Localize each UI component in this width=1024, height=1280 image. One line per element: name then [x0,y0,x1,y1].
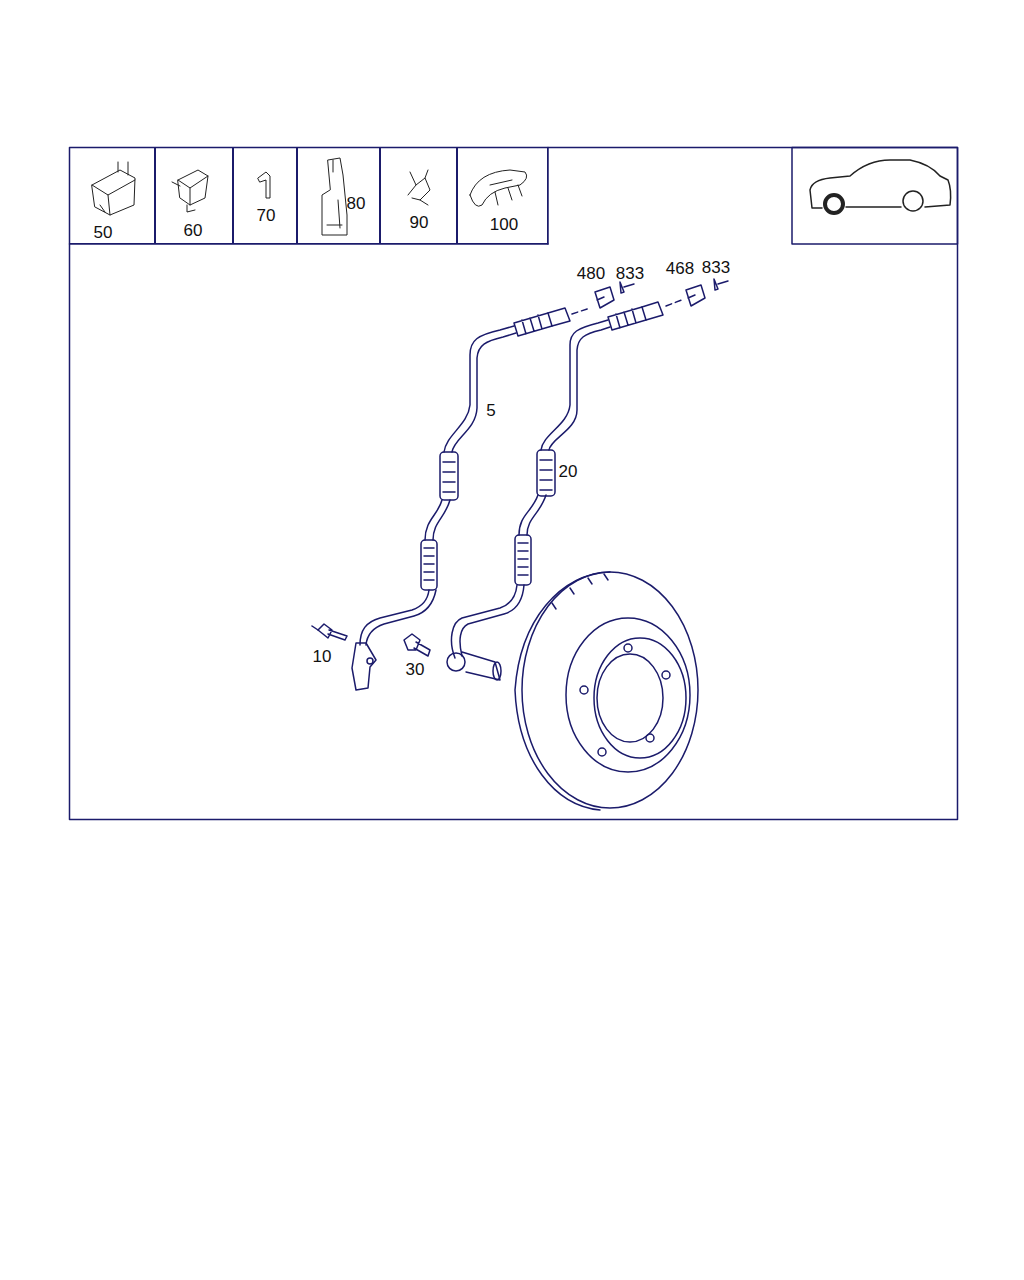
part-cell: 100 [457,147,548,244]
part-cell: 90 [380,147,457,244]
callout-number: 20 [559,463,578,480]
part-cell: 70 [233,147,297,244]
callout-number: 480 [577,265,605,282]
frame [70,148,958,820]
callout-number: 10 [313,648,332,665]
callout-number: 468 [666,260,694,277]
part-cell: 50 [69,147,155,244]
callout-number: 80 [347,195,366,212]
callout-number: 833 [616,265,644,282]
car-icon [810,160,951,213]
clips [572,279,728,314]
sensor-cable-left [352,308,570,690]
part-cell: 80 [297,147,380,244]
callout-number: 60 [184,222,203,239]
callout-number: 70 [257,207,276,224]
sensor-cable-right [447,302,663,680]
brake-disc [515,572,698,810]
callout-number: 90 [410,214,429,231]
cell-icons [92,158,527,235]
callout-number: 5 [486,402,495,419]
callout-number: 50 [94,224,113,241]
callout-number: 833 [702,259,730,276]
car-cell [792,148,958,245]
callout-number: 30 [406,661,425,678]
callout-number: 100 [490,216,518,233]
part-cell: 60 [155,147,233,244]
